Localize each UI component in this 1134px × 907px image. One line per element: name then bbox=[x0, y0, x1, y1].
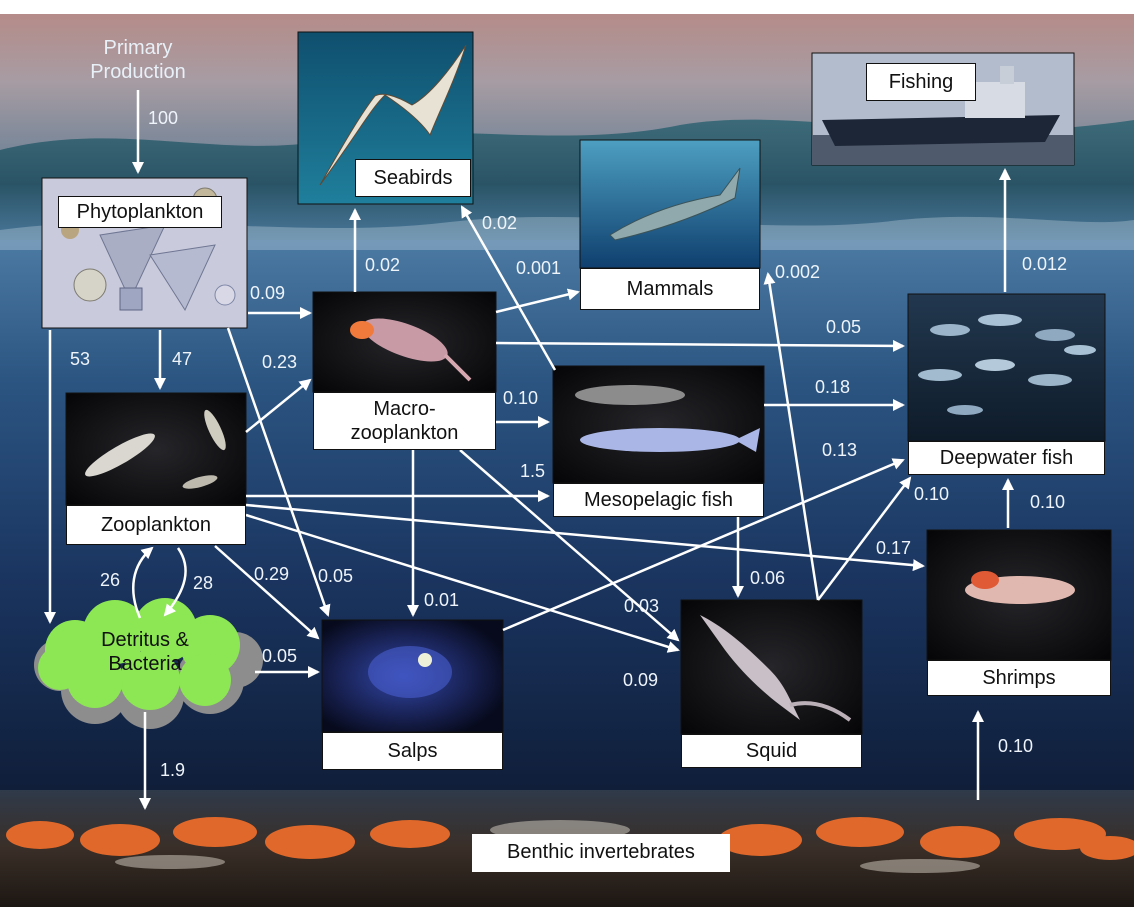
node-seabirds: Seabirds bbox=[355, 159, 471, 197]
coral-cluster-group bbox=[6, 817, 1134, 860]
arrow-phyto-to-salps bbox=[226, 327, 331, 617]
arrow-macro-to-mammals bbox=[495, 288, 580, 314]
node-benthic-invertebrates: Benthic invertebrates bbox=[472, 834, 730, 872]
coral-cluster bbox=[1014, 818, 1106, 850]
coral-cluster bbox=[816, 817, 904, 847]
detritus-line2: Bacteria bbox=[108, 653, 182, 675]
flow-macro-to-deepwater: 0.05 bbox=[826, 317, 862, 337]
node-macrozooplankton: Macro- zooplankton bbox=[313, 392, 496, 450]
flow-zoo-to-shrimps: 0.17 bbox=[876, 538, 912, 558]
node-detritus-bacteria: Detritus & Bacteria bbox=[70, 628, 220, 676]
primary-production-label: Primary Production bbox=[78, 36, 198, 84]
arrow-zoo-to-salps bbox=[214, 545, 320, 640]
macrozooplankton-line2: zooplankton bbox=[350, 422, 459, 444]
coral-cluster bbox=[265, 825, 355, 859]
flow-arrows bbox=[44, 90, 1014, 810]
detritus-line1: Detritus & bbox=[101, 629, 189, 651]
seabed-speckle bbox=[115, 855, 225, 869]
detritus-cloud bbox=[34, 598, 263, 729]
node-squid: Squid bbox=[681, 734, 862, 768]
flow-zoo-to-detritus: 28 bbox=[193, 573, 214, 593]
node-mesopelagic-fish: Mesopelagic fish bbox=[553, 483, 764, 517]
node-fishing: Fishing bbox=[866, 63, 976, 101]
flow-phyto-to-macro: 0.09 bbox=[250, 283, 286, 303]
coral-cluster bbox=[920, 826, 1000, 858]
flow-phyto-to-detritus: 53 bbox=[70, 349, 91, 369]
arrow-squid-to-deepwater bbox=[817, 476, 912, 601]
flow-meso-to-squid: 0.06 bbox=[750, 568, 786, 588]
arrow-macro-to-squid bbox=[459, 449, 680, 642]
shrimps-image bbox=[926, 529, 1112, 661]
seabed-speckle bbox=[860, 859, 980, 873]
node-deepwater-fish: Deepwater fish bbox=[908, 441, 1105, 475]
arrow-detritus-to-zoo bbox=[132, 546, 154, 619]
coral-cluster bbox=[80, 824, 160, 856]
mammals-image bbox=[579, 139, 761, 269]
flow-mammals-value: 0.001 bbox=[516, 258, 562, 278]
coral-cluster bbox=[370, 820, 450, 848]
flow-detritus-to-zoo: 26 bbox=[100, 570, 121, 590]
flow-zoo-to-squid: 0.09 bbox=[623, 670, 659, 690]
arrow-squid-to-mammals bbox=[763, 272, 820, 601]
flow-squid-to-deepwater: 0.10 bbox=[914, 484, 950, 504]
coral-cluster bbox=[718, 824, 802, 856]
flow-squid-to-mammals: 0.002 bbox=[775, 262, 821, 282]
deepwater-fish-image bbox=[907, 293, 1106, 442]
mesopelagic-fish-image bbox=[552, 365, 765, 484]
primary-production-line1: Primary bbox=[103, 37, 173, 59]
fishing-vessel-image bbox=[811, 52, 1075, 166]
flow-shrimps-to-deepwater: 0.10 bbox=[1030, 492, 1066, 512]
zooplankton-image bbox=[65, 392, 247, 506]
arrow-macro-to-deepwater bbox=[495, 339, 905, 352]
salps-image bbox=[321, 619, 504, 733]
arrow-zoo-to-squid bbox=[245, 513, 680, 653]
node-mammals: Mammals bbox=[580, 268, 760, 310]
arrow-zoo-to-macro bbox=[245, 378, 312, 433]
macrozooplankton-line1: Macro- bbox=[373, 398, 436, 420]
flow-macro-to-meso: 0.10 bbox=[503, 388, 539, 408]
primary-production-line2: Production bbox=[90, 61, 186, 83]
wave-foam bbox=[0, 216, 1134, 250]
flow-meso-to-deepwater: 0.18 bbox=[815, 377, 851, 397]
flow-deepwater-to-fishing: 0.012 bbox=[1022, 254, 1068, 274]
node-zooplankton: Zooplankton bbox=[66, 505, 246, 545]
flow-zoo-to-meso: 1.5 bbox=[520, 461, 546, 481]
top-margin bbox=[0, 0, 1134, 14]
macrozooplankton-image bbox=[312, 291, 497, 393]
squid-image bbox=[680, 599, 863, 735]
node-shrimps: Shrimps bbox=[927, 660, 1111, 696]
flow-phyto-to-zoo: 47 bbox=[172, 349, 193, 369]
flow-zoo-to-macro: 0.23 bbox=[262, 352, 298, 372]
flow-benthic-to-shrimps: 0.10 bbox=[998, 736, 1034, 756]
flow-macro-to-squid: 0.03 bbox=[624, 596, 660, 616]
flow-macro-to-seabirds: 0.02 bbox=[365, 255, 401, 275]
arrow-zoo-to-detritus bbox=[163, 547, 187, 617]
flow-phyto-to-salps: 0.05 bbox=[318, 566, 354, 586]
coral-cluster bbox=[1080, 836, 1134, 860]
flow-detritus-to-salps: 0.05 bbox=[262, 646, 298, 666]
node-salps: Salps bbox=[322, 732, 503, 770]
flow-zoo-to-salps: 0.29 bbox=[254, 564, 290, 584]
node-phytoplankton: Phytoplankton bbox=[58, 196, 222, 228]
coral-cluster bbox=[6, 821, 74, 849]
coral-cluster bbox=[173, 817, 257, 847]
arrow-zoo-to-shrimps bbox=[245, 503, 925, 572]
flow-salps-to-deepwater: 0.13 bbox=[822, 440, 858, 460]
flow-meso-to-seabirds: 0.02 bbox=[482, 213, 518, 233]
flow-macro-to-salps: 0.01 bbox=[424, 590, 460, 610]
primary-input-value: 100 bbox=[148, 108, 179, 128]
flow-detritus-to-benthic: 1.9 bbox=[160, 760, 186, 780]
